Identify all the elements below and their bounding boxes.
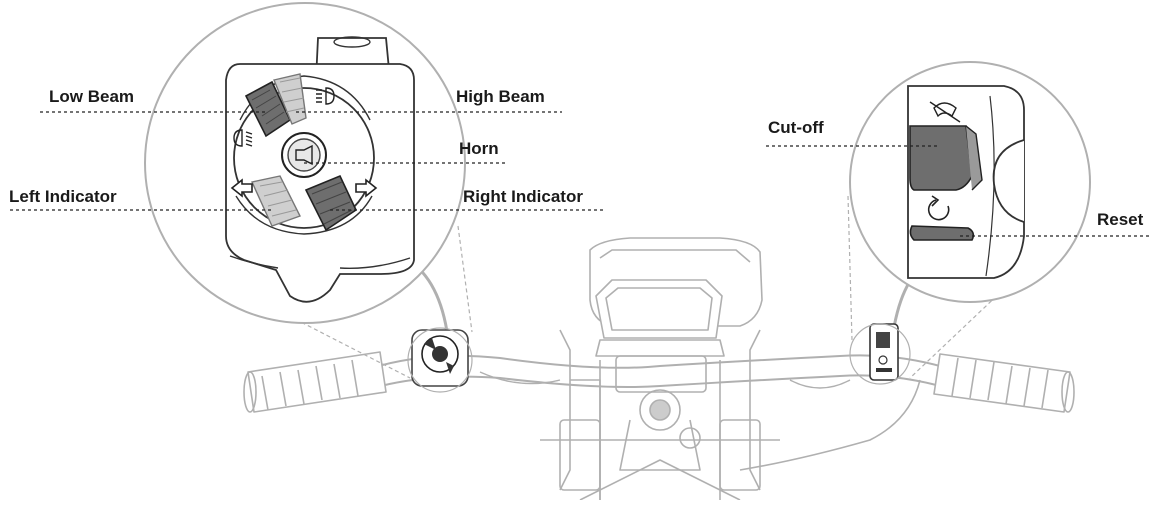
high-beam-icon	[316, 87, 335, 105]
right-switch-zoom	[849, 61, 1091, 303]
left-grip	[243, 351, 387, 413]
reset-icon	[927, 195, 950, 221]
right-grip	[933, 353, 1075, 413]
cut-off-button	[909, 125, 983, 191]
horn-icon	[295, 144, 313, 166]
right-arrow-icon	[355, 178, 378, 198]
low-beam-label: Low Beam	[49, 87, 135, 106]
left-switch-small	[407, 327, 473, 393]
low-beam-icon	[233, 129, 253, 147]
left-indicator-label: Left Indicator	[9, 187, 117, 206]
horn-button	[281, 132, 327, 178]
left-arrow-icon	[230, 178, 253, 198]
cut-off-label: Cut-off	[768, 118, 824, 137]
engine-cut-off-icon	[929, 101, 961, 123]
left-switch-zoom	[144, 2, 466, 324]
reset-label: Reset	[1097, 210, 1144, 229]
left-indicator-button	[251, 175, 301, 227]
reset-button	[909, 225, 975, 241]
high-beam-label: High Beam	[456, 87, 545, 106]
right-indicator-label: Right Indicator	[463, 187, 583, 206]
right-switch-small	[849, 323, 911, 385]
horn-label: Horn	[459, 139, 499, 158]
callout-lines	[10, 111, 1152, 237]
